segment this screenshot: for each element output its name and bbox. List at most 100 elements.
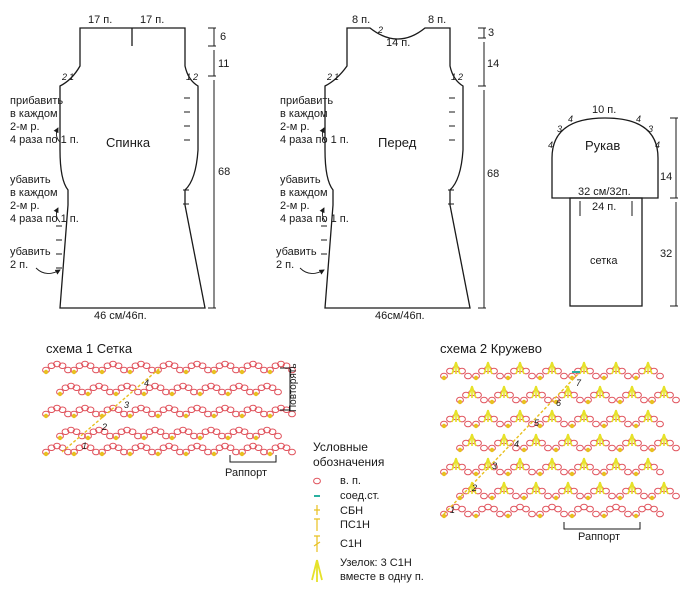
cluster-icon bbox=[483, 457, 493, 471]
double-crochet-icon bbox=[617, 447, 623, 453]
chain-stitch-icon bbox=[64, 410, 72, 418]
chain-stitch-icon bbox=[75, 406, 84, 414]
cluster-icon bbox=[451, 361, 461, 375]
cluster-icon bbox=[659, 481, 669, 495]
chain-stitch-icon bbox=[123, 382, 131, 390]
sleeve-top-count: 10 п. bbox=[592, 104, 617, 116]
chain-stitch-icon bbox=[226, 444, 235, 452]
chain-stitch-icon bbox=[148, 410, 156, 418]
scheme1-row-1: 1 bbox=[82, 441, 88, 451]
scheme1-row-2: 2 bbox=[102, 422, 108, 432]
double-crochet-icon bbox=[441, 375, 447, 381]
chain-stitch-icon bbox=[134, 432, 142, 440]
chain-stitch-icon bbox=[193, 360, 201, 368]
chain-stitch-icon bbox=[89, 384, 98, 392]
cluster-icon bbox=[563, 433, 573, 447]
double-crochet-icon bbox=[43, 451, 49, 457]
cluster-icon bbox=[483, 409, 493, 423]
chain-stitch-icon bbox=[75, 444, 84, 452]
double-crochet-icon bbox=[57, 435, 63, 441]
chain-stitch-icon bbox=[271, 444, 280, 452]
chain-stitch-icon bbox=[187, 362, 196, 370]
chain-stitch-icon bbox=[58, 362, 67, 370]
scheme2-row-5: 5 bbox=[534, 418, 540, 428]
chain-stitch-icon bbox=[229, 428, 238, 436]
chain-stitch-icon bbox=[204, 448, 212, 456]
sleeve-cap-mark-6: 4 bbox=[655, 140, 661, 150]
double-crochet-icon bbox=[99, 413, 105, 419]
back-top-left-count: 17 п. bbox=[88, 14, 113, 26]
chain-stitch-icon bbox=[78, 388, 86, 396]
double-crochet-icon bbox=[441, 471, 447, 477]
double-crochet-icon bbox=[569, 471, 575, 477]
cluster-icon bbox=[643, 457, 653, 471]
chain-stitch-icon bbox=[268, 428, 277, 436]
double-crochet-icon bbox=[127, 451, 133, 457]
chain-stitch-icon bbox=[215, 362, 224, 370]
legend-slip-label: соед.ст. bbox=[340, 490, 380, 502]
double-crochet-icon bbox=[99, 451, 105, 457]
double-crochet-icon bbox=[141, 391, 147, 397]
chain-stitch-icon bbox=[608, 396, 616, 404]
cluster-icon bbox=[515, 409, 525, 423]
scheme1-row-3: 3 bbox=[124, 400, 130, 410]
chain-stitch-icon bbox=[201, 384, 210, 392]
double-crochet-icon bbox=[211, 369, 217, 375]
chain-stitch-icon bbox=[67, 426, 75, 434]
chain-stitch-icon bbox=[176, 448, 184, 456]
double-crochet-icon bbox=[489, 447, 495, 453]
chain-stitch-icon bbox=[496, 372, 504, 380]
cluster-icon bbox=[579, 457, 589, 471]
chain-stitch-icon bbox=[204, 410, 212, 418]
sleeve-cap-mark-4: 4 bbox=[636, 114, 642, 124]
cluster-icon bbox=[547, 409, 557, 423]
chain-stitch-icon bbox=[100, 428, 109, 436]
chain-stitch-icon bbox=[212, 428, 221, 436]
back-armhole-mark-r1: 1 bbox=[186, 72, 192, 82]
chain-stitch-icon bbox=[120, 410, 128, 418]
cluster-icon bbox=[451, 457, 461, 471]
chain-stitch-icon bbox=[109, 442, 117, 450]
back-bottom-width: 46 см/46п. bbox=[94, 310, 147, 322]
chain-stitch-icon bbox=[137, 442, 145, 450]
double-crochet-icon bbox=[553, 447, 559, 453]
chain-stitch-icon bbox=[159, 406, 168, 414]
cluster-icon bbox=[627, 481, 637, 495]
chain-stitch-icon bbox=[235, 382, 243, 390]
chain-stitch-icon bbox=[58, 406, 67, 414]
double-crochet-icon bbox=[253, 435, 259, 441]
chain-stitch-icon bbox=[288, 366, 296, 374]
double-crochet-icon bbox=[99, 369, 105, 375]
legend-icons bbox=[311, 477, 323, 582]
front-neck-mark: 2 bbox=[378, 25, 384, 35]
double-crochet-icon bbox=[197, 391, 203, 397]
double-crochet-icon bbox=[633, 423, 639, 429]
chain-stitch-icon bbox=[288, 410, 296, 418]
chain-stitch-icon bbox=[170, 444, 179, 452]
double-crochet-icon bbox=[617, 399, 623, 405]
chain-stitch-icon bbox=[215, 406, 224, 414]
chain-stitch-icon bbox=[544, 444, 552, 452]
cluster-icon bbox=[531, 433, 541, 447]
front-armhole-mark-r1: 1 bbox=[451, 72, 457, 82]
double-crochet-icon bbox=[521, 399, 527, 405]
chain-stitch-icon bbox=[464, 510, 472, 518]
cluster-icon bbox=[531, 385, 541, 399]
chain-stitch-icon bbox=[592, 420, 600, 428]
chain-stitch-icon bbox=[187, 444, 196, 452]
cluster-icon bbox=[611, 361, 621, 375]
double-crochet-icon bbox=[521, 447, 527, 453]
double-crochet-icon bbox=[197, 435, 203, 441]
cluster-icon bbox=[627, 385, 637, 399]
front-title: Перед bbox=[378, 135, 417, 150]
sleeve-width: 32 см/32п. bbox=[578, 186, 631, 198]
sleeve-fabric-label: сетка bbox=[590, 255, 618, 267]
chain-stitch-icon bbox=[282, 444, 291, 452]
chain-stitch-icon bbox=[672, 444, 680, 452]
chain-stitch-icon bbox=[204, 366, 212, 374]
double-crochet-icon bbox=[473, 471, 479, 477]
chain-stitch-icon bbox=[86, 444, 95, 452]
